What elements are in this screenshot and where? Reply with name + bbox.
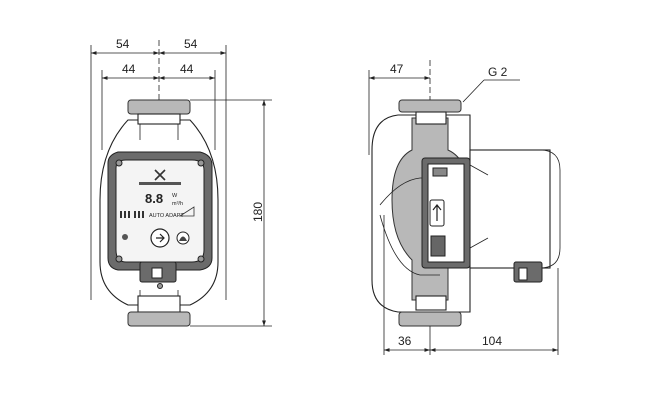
side-dimensions: 47 G 2 36 104 xyxy=(368,60,559,355)
side-connector xyxy=(430,235,446,257)
terminal-box xyxy=(513,261,543,283)
dim-front-inner-left: 44 xyxy=(122,62,136,76)
thread-leader-line xyxy=(462,79,485,103)
dim-front-outer-right: 54 xyxy=(184,37,198,51)
bottom-flange-neck xyxy=(137,295,181,313)
side-view xyxy=(371,99,561,327)
night-mode-icon xyxy=(179,236,187,241)
top-flange-neck xyxy=(137,113,181,125)
volute-curve-lower xyxy=(379,214,440,276)
side-top-neck xyxy=(415,111,447,125)
dim-height: 180 xyxy=(251,202,265,222)
display-readout: 8.8 xyxy=(145,191,163,206)
side-bottom-neck xyxy=(415,295,447,311)
brand-name-mark xyxy=(139,182,181,185)
thread-label: G 2 xyxy=(488,65,508,79)
unit-w-label: W xyxy=(172,193,178,199)
side-bottom-flange xyxy=(398,311,462,327)
brand-logo-icon xyxy=(154,169,166,181)
unit-flow-label: m³/h xyxy=(172,201,183,207)
cooling-fins xyxy=(469,164,489,249)
flow-arrow-icon xyxy=(432,204,442,221)
dim-side-bottom-right: 104 xyxy=(482,334,502,348)
side-screw-head xyxy=(432,167,448,177)
screw-icon xyxy=(197,159,205,167)
drain-screw-icon xyxy=(157,283,163,289)
dim-side-bottom-left: 36 xyxy=(398,334,412,348)
dim-front-outer-left: 54 xyxy=(116,37,130,51)
front-view: 8.8 W m³/h AUTO ADAPT xyxy=(99,99,219,327)
mode-label: AUTO ADAPT xyxy=(149,213,184,219)
curve-indicator-icon xyxy=(178,206,195,217)
motor-housing xyxy=(469,149,551,269)
terminal-plug xyxy=(518,267,528,281)
volute-curve-upper xyxy=(379,177,440,206)
screw-icon xyxy=(115,159,123,167)
power-led-icon xyxy=(122,234,128,240)
connector-plug xyxy=(151,267,163,279)
bottom-flange xyxy=(127,311,191,327)
side-top-flange xyxy=(398,99,462,113)
motor-end-cap xyxy=(539,149,561,269)
screw-icon xyxy=(115,255,123,263)
led-indicator-bars xyxy=(120,211,144,218)
screw-icon xyxy=(197,255,205,263)
dim-side-top: 47 xyxy=(390,62,404,76)
top-flange xyxy=(127,99,191,115)
dim-front-inner-right: 44 xyxy=(180,62,194,76)
arrow-icon xyxy=(156,233,165,243)
front-dimensions: 54 54 44 44 180 xyxy=(90,37,272,327)
